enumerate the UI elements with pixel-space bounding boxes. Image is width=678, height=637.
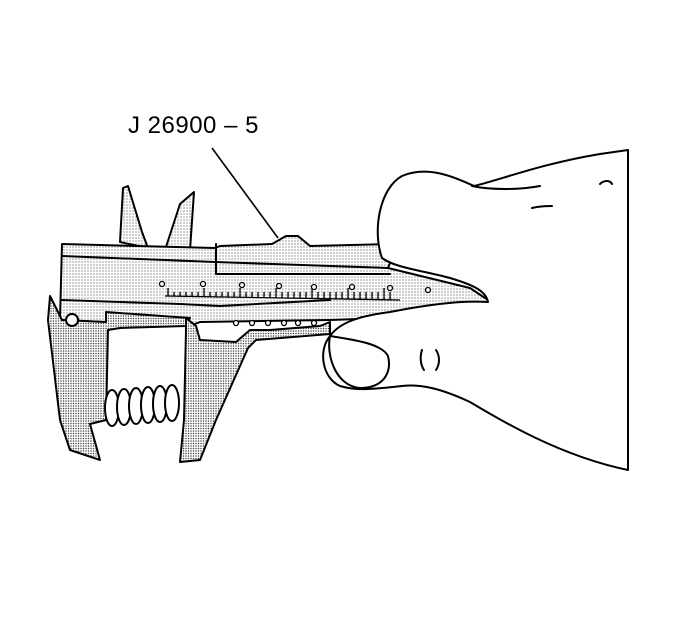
part-number-callout: J 26900 – 5 (128, 112, 259, 139)
upper-sliding-jaw (164, 191, 195, 251)
scale-ticks (164, 288, 401, 301)
thumb-screw (65, 313, 79, 327)
scale-dots (158, 280, 432, 327)
callout-leader (211, 147, 279, 239)
fixed-lower-jaw (47, 295, 191, 461)
spring (104, 384, 180, 427)
hand (322, 149, 629, 471)
sliding-lower-jaw (179, 317, 331, 463)
upper-fixed-jaw (119, 185, 149, 249)
